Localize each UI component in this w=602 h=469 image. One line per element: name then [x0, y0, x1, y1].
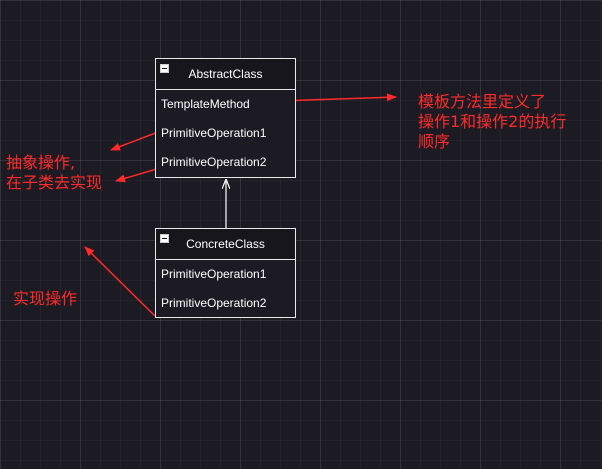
- collapse-icon[interactable]: [160, 234, 169, 243]
- template-method-note: 模板方法里定义了 操作1和操作2的执行 顺序: [418, 92, 566, 152]
- note-line: 抽象操作,: [6, 153, 76, 172]
- primitive-operation2-row[interactable]: PrimitiveOperation2: [161, 296, 267, 310]
- concrete-class-header[interactable]: ConcreteClass: [156, 229, 295, 260]
- concrete-class-box[interactable]: ConcreteClass PrimitiveOperation1 Primit…: [155, 228, 296, 318]
- abstract-class-name: AbstractClass: [188, 67, 263, 81]
- abstract-class-header[interactable]: AbstractClass: [156, 59, 295, 90]
- implement-ops-note: 实现操作: [13, 289, 78, 308]
- annotation-arrow-op2: [115, 167, 161, 183]
- note-line: 模板方法里定义了: [418, 92, 547, 111]
- note-line: 顺序: [418, 132, 451, 151]
- primitive-operation1-row[interactable]: PrimitiveOperation1: [161, 126, 267, 140]
- concrete-class-name: ConcreteClass: [186, 237, 265, 251]
- note-line: 操作1和操作2的执行: [418, 112, 567, 131]
- primitive-operation1-row[interactable]: PrimitiveOperation1: [161, 267, 267, 281]
- note-line: 在子类去实现: [6, 173, 103, 192]
- abstract-ops-note: 抽象操作, 在子类去实现: [6, 153, 102, 193]
- abstract-class-box[interactable]: AbstractClass TemplateMethod PrimitiveOp…: [155, 58, 296, 178]
- annotation-arrow-op1: [110, 131, 159, 151]
- annotation-arrow-template-method: [277, 93, 397, 102]
- primitive-operation2-row[interactable]: PrimitiveOperation2: [161, 155, 267, 169]
- collapse-icon[interactable]: [160, 64, 169, 73]
- annotation-arrow-implement: [84, 246, 156, 317]
- template-method-row[interactable]: TemplateMethod: [161, 97, 250, 111]
